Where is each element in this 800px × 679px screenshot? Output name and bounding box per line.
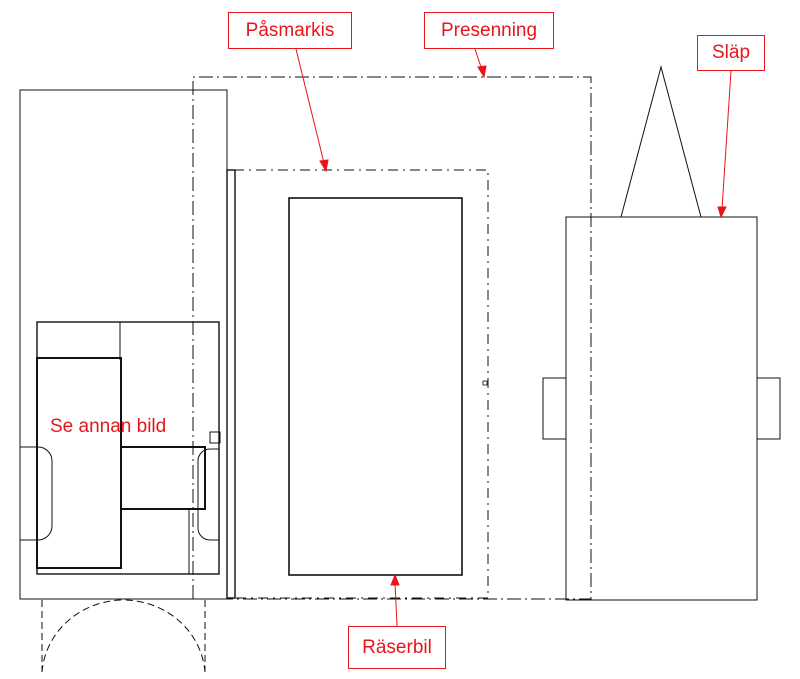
pasmarkis-label: Påsmarkis xyxy=(228,12,352,49)
interior-furniture xyxy=(20,321,221,575)
slap-trailer xyxy=(542,65,781,601)
presenning-outline xyxy=(180,76,592,600)
presenning-label: Presenning xyxy=(424,12,554,49)
se-annan-bild-label: Se annan bild xyxy=(50,416,167,437)
raserbil-outline xyxy=(288,197,463,576)
raserbil-label: Räserbil xyxy=(348,626,446,669)
slap-label: Släp xyxy=(697,35,765,71)
wall-strip xyxy=(226,169,236,599)
annotation-arrows xyxy=(295,48,732,627)
pasmarkis-outline xyxy=(234,169,489,599)
door-swing xyxy=(41,599,206,673)
left-building xyxy=(19,89,228,600)
tarp-clip-marker xyxy=(482,380,488,386)
